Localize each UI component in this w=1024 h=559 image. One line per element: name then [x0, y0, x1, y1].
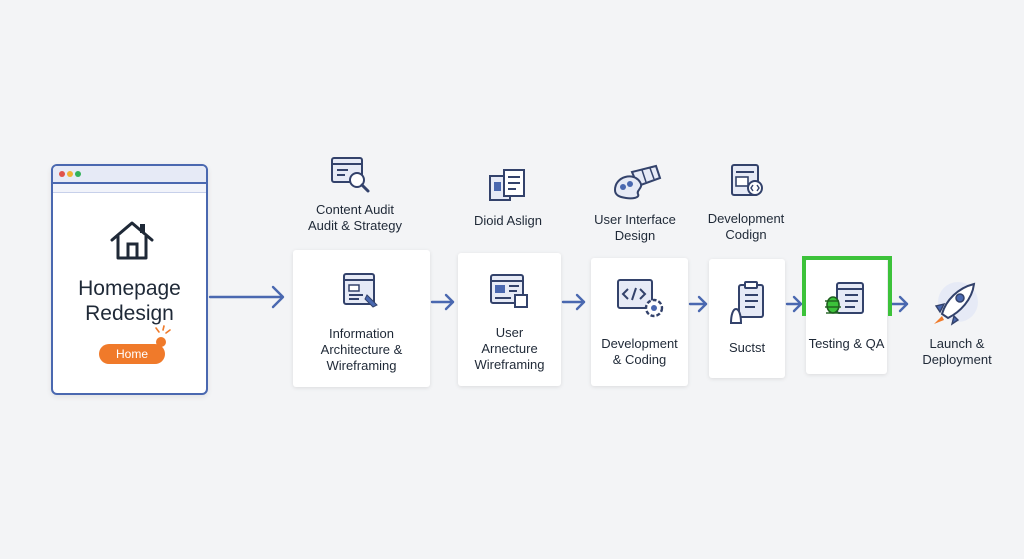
step-label-launch-deployment: Launch & Deployment [922, 336, 992, 367]
arrow-6 [888, 295, 909, 313]
arrow-2 [430, 293, 455, 311]
house-icon [110, 221, 154, 260]
wireframe-document-icon [343, 273, 378, 308]
color-palette-icon [613, 164, 662, 200]
browser-minimize-dot [67, 171, 73, 177]
card-development-coding: Development & Coding [591, 258, 688, 386]
card-label: User Arnecture Wireframing [474, 325, 545, 372]
card-label: Development & Coding [601, 336, 678, 367]
arrow-4 [688, 295, 708, 313]
card-testing-qa: Testing & QA [806, 259, 887, 374]
home-button[interactable]: Home [99, 344, 165, 364]
step-label-design-align: Dioid Aslign [474, 213, 542, 228]
homepage-browser-window: Homepage Redesign Home [51, 164, 208, 395]
card-suctst: Suctst [709, 259, 785, 378]
code-device-icon [731, 164, 763, 196]
step-label-content-audit: Content Audit Audit & Strategy [308, 202, 402, 233]
browser-title-bar [53, 166, 206, 184]
card-user-architecture: User Arnecture Wireframing [458, 253, 561, 386]
arrow-5 [785, 295, 803, 313]
clipboard-checklist-icon [729, 281, 764, 324]
wireframe-layout-icon [490, 274, 528, 308]
step-label-development-codign: Development Codign [707, 211, 785, 242]
arrow-3 [561, 293, 586, 311]
highlight-bracket [802, 256, 892, 316]
card-label: Testing & QA [808, 336, 885, 351]
code-gear-icon [617, 279, 664, 318]
step-label-user-interface-design: User Interface Design [594, 212, 676, 243]
arrow-1 [208, 285, 285, 309]
page-title: Homepage Redesign [78, 277, 181, 325]
browser-address-bar [53, 184, 206, 193]
rocket-icon [934, 282, 978, 326]
layout-blocks-icon [489, 169, 525, 201]
click-sparkle-icon [155, 325, 171, 347]
browser-close-dot [59, 171, 65, 177]
card-label: Suctst [728, 340, 766, 355]
search-document-icon [331, 157, 370, 193]
card-label: Information Architecture & Wireframing [320, 326, 403, 373]
bug-checklist-icon [825, 282, 864, 314]
browser-maximize-dot [75, 171, 81, 177]
card-information-architecture: Information Architecture & Wireframing [293, 250, 430, 387]
